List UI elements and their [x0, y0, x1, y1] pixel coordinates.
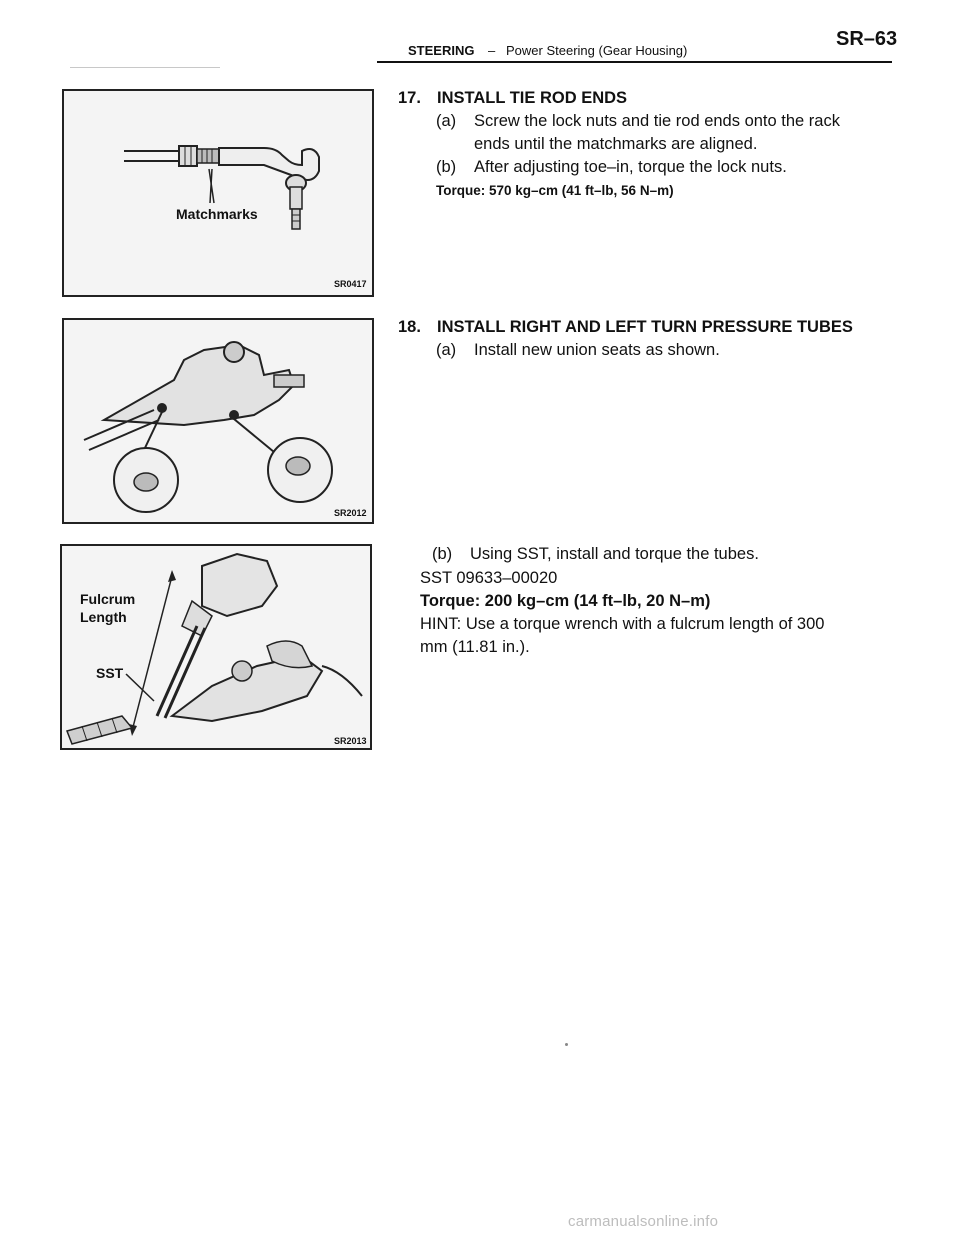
step-18b-marker: (b) — [432, 545, 453, 563]
figure-code: SR2013 — [334, 736, 367, 746]
page-header: STEERING – Power Steering (Gear Housing)… — [0, 0, 960, 70]
step-18-number: 18. — [398, 318, 421, 336]
step-17b-marker: (b) — [436, 158, 457, 176]
step-18a-text: Install new union seats as shown. — [474, 341, 720, 359]
step-17-number: 17. — [398, 89, 421, 107]
hint-line1: HINT: Use a torque wrench with a fulcrum… — [420, 615, 825, 633]
step-17a-line2: ends until the matchmarks are aligned. — [474, 135, 758, 153]
step-17b-text: After adjusting toe–in, torque the lock … — [474, 158, 787, 176]
hint-line2: mm (11.81 in.). — [420, 638, 530, 656]
header-rule — [377, 61, 892, 63]
figure-code: SR2012 — [334, 508, 367, 518]
header-section: STEERING — [408, 43, 475, 58]
step-18-title: INSTALL RIGHT AND LEFT TURN PRESSURE TUB… — [437, 318, 853, 336]
step-17a-line1: Screw the lock nuts and tie rod ends ont… — [474, 112, 840, 130]
union-seat-illustration: SR2012 — [83, 341, 367, 518]
stray-mark — [565, 1043, 568, 1046]
step-18a-marker: (a) — [436, 341, 457, 359]
step-17-title: INSTALL TIE ROD ENDS — [437, 89, 628, 107]
sst-torque-illustration: Fulcrum Length SST SR2013 — [66, 552, 367, 746]
header-separator: – — [488, 43, 496, 58]
header-faint-rule — [70, 67, 220, 68]
header-subtitle: Power Steering (Gear Housing) — [506, 43, 688, 58]
watermark: carmanualsonline.info — [568, 1213, 719, 1230]
figure-tie-rod-end: Matchmarks SR0417 — [62, 89, 374, 297]
sst-number: SST 09633–00020 — [420, 569, 558, 587]
page-id: SR–63 — [836, 28, 898, 50]
step-17-torque: Torque: 570 kg–cm (41 ft–lb, 56 N–m) — [436, 183, 674, 198]
matchmarks-label: Matchmarks — [176, 206, 258, 222]
length-label: Length — [80, 609, 127, 625]
step-18b-text: Using SST, install and torque the tubes. — [470, 545, 759, 563]
figure-union-seats: SR2012 — [62, 318, 374, 524]
step-18-torque: Torque: 200 kg–cm (14 ft–lb, 20 N–m) — [420, 592, 711, 610]
tie-rod-illustration: Matchmarks SR0417 — [124, 145, 367, 289]
step-17a-marker: (a) — [436, 112, 457, 130]
figure-code: SR0417 — [334, 279, 367, 289]
sst-label: SST — [96, 665, 124, 681]
figure-sst-torque: Fulcrum Length SST SR2013 — [60, 544, 372, 750]
fulcrum-label: Fulcrum — [80, 591, 135, 607]
